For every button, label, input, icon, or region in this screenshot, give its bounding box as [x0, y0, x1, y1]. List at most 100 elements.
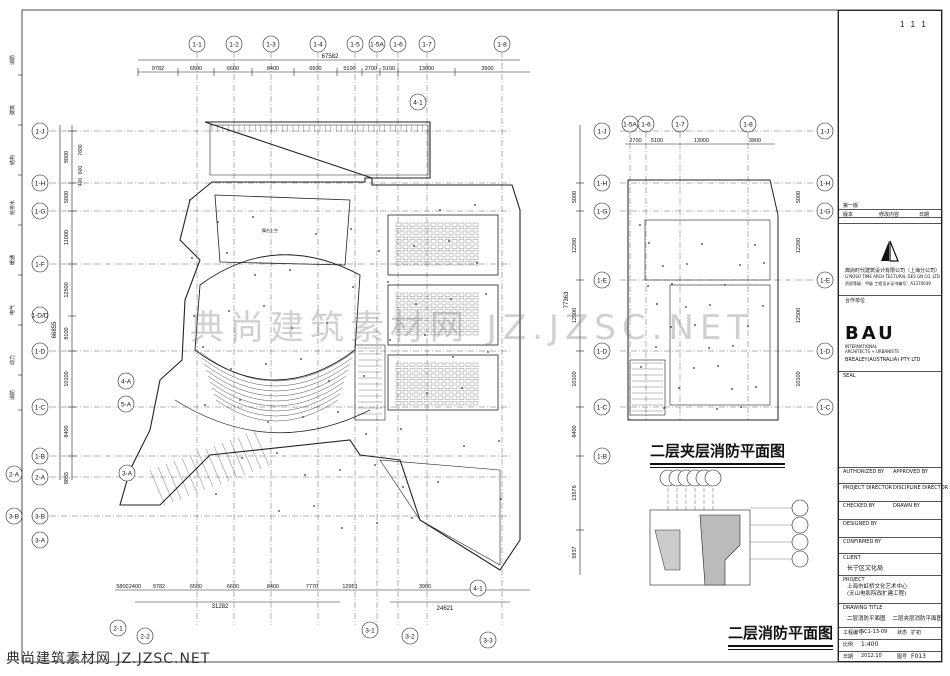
stage-label: 舞台上空 [262, 227, 278, 233]
left-dim-3: 12500 [64, 282, 70, 297]
hall-2-seat-0-1 [402, 362, 409, 367]
hall-1-seat-2-10 [465, 303, 472, 308]
hall-2-seat-1-2 [409, 368, 416, 373]
lower-wing-hatch-11 [237, 436, 254, 473]
mezz-dot-14 [701, 243, 703, 245]
hall-0-seat-1-6 [437, 228, 444, 233]
hall-2-seat-3-2 [409, 379, 416, 384]
left-sub-dim-0: 7600 [78, 144, 84, 155]
hall-2-seat-7-0 [395, 401, 402, 406]
hall-1-seat-6-6 [437, 325, 444, 330]
hall-1-seat-6-10 [465, 325, 472, 330]
sprinkler-dot-39 [352, 286, 354, 288]
hall-0-seat-2-8 [451, 233, 458, 238]
hall-1-seat-4-0 [395, 314, 402, 319]
hall-0-seat-0-2 [409, 222, 416, 227]
section-side-bubble-1 [791, 516, 809, 534]
sprinkler-dot-40 [389, 339, 391, 341]
project-label: PROJECT [843, 577, 865, 583]
mezz-stair [629, 359, 666, 416]
bottom-dim-7: 12951 [342, 584, 357, 590]
hall-1-seat-0-10 [465, 292, 472, 297]
client: 长宁区文化局 [847, 565, 884, 572]
hall-2-seat-4-8 [451, 384, 458, 389]
hall-0-seat-2-0 [395, 233, 402, 238]
lower-east-wing [379, 459, 501, 566]
sprinkler-dot-50 [439, 209, 441, 211]
mezz-axis-top-1-5A-label: 1-5A [623, 122, 637, 129]
hall-2-seat-2-1 [402, 373, 409, 378]
sprinkler-dot-19 [252, 216, 254, 218]
mezz-dot-1 [662, 265, 664, 267]
sprinkler-dot-25 [474, 204, 476, 206]
callout-1-label: 4-A [121, 379, 132, 386]
hall-1-seat-5-7 [444, 320, 451, 325]
hall-2-seat-4-4 [423, 384, 430, 389]
axis-bubble-bottom-3-2-label: 3-2 [405, 634, 415, 641]
hall-2-seat-1-11 [472, 368, 479, 373]
sprinkler-dot-45 [254, 274, 256, 276]
axis-bubble-right-1-B-label: 1-B [597, 454, 607, 461]
sprinkler-dot-54 [267, 421, 269, 423]
callout-0 [409, 93, 427, 111]
side-label-4: 暖通 [9, 255, 16, 265]
hall-2-seat-7-5 [430, 401, 437, 406]
hall-1-seat-3-2 [409, 309, 416, 314]
sprinkler-dot-18 [215, 493, 217, 495]
hall-2-seat-4-10 [465, 384, 472, 389]
hall-1-seat-5-1 [402, 320, 409, 325]
hall-1-seat-0-6 [437, 292, 444, 297]
top-dim-2: 6600 [227, 66, 239, 72]
mezz-dot-23 [648, 242, 650, 244]
hall-0-seat-2-5 [430, 233, 437, 238]
axis-bubble-right-1-C [593, 398, 611, 416]
axis-bubble-3A-label: 3-A [35, 538, 46, 545]
hall-1-seat-2-0 [395, 303, 402, 308]
hall-2-seat-2-2 [409, 373, 416, 378]
hall-1-seat-7-4 [423, 331, 430, 336]
hall-0-seat-4-6 [437, 244, 444, 249]
axis-bubble-bottom-3-1 [361, 621, 379, 639]
hall-0-seat-1-4 [423, 228, 430, 233]
axis-bubble-top-1-6 [389, 35, 407, 53]
hall-2-seat-3-8 [451, 379, 458, 384]
hall-1-seat-1-1 [402, 298, 409, 303]
section-bubble-5 [704, 469, 722, 487]
hall-2-seat-1-3 [416, 368, 423, 373]
hall-1-seat-3-11 [472, 309, 479, 314]
mezz-dot-0 [639, 224, 641, 226]
callout-2-label: 5-A [121, 402, 132, 409]
sprinkler-dot-20 [289, 269, 291, 271]
axis-bubble-top-1-5-label: 1-5 [350, 42, 360, 49]
hall-1-seat-0-7 [444, 292, 451, 297]
hall-1-seat-4-10 [465, 314, 472, 319]
hall-2-seat-5-6 [437, 390, 444, 395]
hall-1-seat-0-11 [472, 292, 479, 297]
sprinkler-dot-24 [437, 481, 439, 483]
hall-0-seat-6-9 [458, 255, 465, 260]
axis-bubble-left-1-B-label: 1-B [35, 454, 45, 461]
hall-2-seat-1-4 [423, 368, 430, 373]
section-detail-frame [649, 509, 751, 586]
left-sub-dim-2: 400 [78, 178, 84, 187]
axis-bubble-left-2-A-label: 2-A [35, 475, 46, 482]
top-dim-8: 13000 [419, 66, 434, 72]
hall-0-seat-3-10 [465, 239, 472, 244]
hall-2-seat-2-10 [465, 373, 472, 378]
title-block: 第一版 版本 修改内容 日期 典尚时代建筑设计有限公司（上海分公司） G'NOS… [838, 10, 948, 662]
second-floor-plan-title-text: 二层消防平面图 [728, 624, 834, 642]
hall-2-seat-1-1 [402, 368, 409, 373]
axis-bubble-2A-label: 2-A [9, 472, 20, 479]
bottom-dim-4: 6600 [227, 584, 239, 590]
role-authorized: AUTHORIZED BY [843, 469, 885, 475]
auditorium-seat-row-3 [205, 369, 349, 397]
upper-wing [209, 124, 429, 176]
hall-1-seat-2-6 [437, 303, 444, 308]
hall-2-seat-5-7 [444, 390, 451, 395]
hall-0-seat-3-6 [437, 239, 444, 244]
sprinkler-dot-47 [328, 380, 330, 382]
callout-4 [469, 579, 487, 597]
hall-1-seat-1-10 [465, 298, 472, 303]
hall-1-seat-7-2 [409, 331, 416, 336]
axis-bubble-top-1-5A-label: 1-5A [370, 42, 384, 49]
